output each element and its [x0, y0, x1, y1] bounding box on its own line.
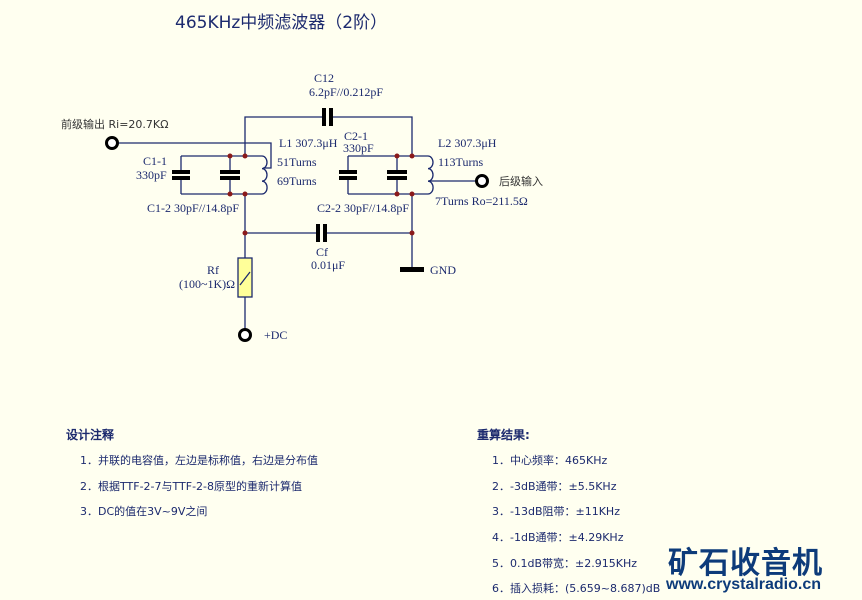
result-item: 3．-13dB阻带：±11KHz — [492, 505, 620, 518]
coil-l1 — [261, 155, 268, 195]
c12-name: C12 — [314, 71, 334, 85]
l2-turns-b: 7Turns Ro=211.5Ω — [435, 194, 528, 208]
input-terminal — [105, 136, 119, 150]
result-item: 1．中心频率：465KHz — [492, 454, 608, 467]
cf-value: 0.01μF — [311, 258, 345, 272]
watermark-logo: 矿石收音机 — [668, 546, 823, 581]
l2-label: L2 307.3μH — [438, 136, 497, 150]
l1-turns-b: 69Turns — [277, 174, 317, 188]
capacitors — [172, 108, 407, 242]
l2-turns-a: 113Turns — [438, 155, 483, 169]
note-item: 2．根据TTF-2-7与TTF-2-8原型的重新计算值 — [80, 480, 303, 493]
c2-1-name: C2-1 — [344, 129, 368, 143]
result-item: 4．-1dB通带：±4.29KHz — [492, 531, 624, 544]
l1-label: L1 307.3μH — [279, 136, 338, 150]
wires — [118, 116, 476, 329]
dc-label: +DC — [264, 328, 287, 342]
input-label: 前级输出 Ri=20.7KΩ — [61, 117, 169, 131]
notes-title: 设计注释 — [66, 428, 115, 442]
page-title: 465KHz中频滤波器（2阶） — [175, 13, 388, 33]
cf-name: Cf — [316, 245, 328, 259]
rf-name: Rf — [207, 263, 219, 277]
results-title: 重算结果: — [477, 428, 530, 442]
l1-turns-a: 51Turns — [277, 155, 317, 169]
dc-terminal — [238, 328, 252, 342]
gnd-label: GND — [430, 263, 456, 277]
c1-2-label: C1-2 30pF//14.8pF — [147, 201, 239, 215]
c1-1-name: C1-1 — [143, 154, 167, 168]
result-item: 2．-3dB通带：±5.5KHz — [492, 480, 617, 493]
c1-1-value: 330pF — [136, 168, 167, 182]
note-item: 1．并联的电容值，左边是标称值，右边是分布值 — [80, 454, 318, 467]
output-label: 后级输入 — [499, 174, 543, 188]
ground-symbol — [400, 267, 424, 272]
result-item: 6．插入损耗：(5.659~8.687)dB — [492, 582, 661, 595]
rf-value: (100~1K)Ω — [179, 277, 235, 291]
output-terminal — [475, 174, 489, 188]
watermark-url: www.crystalradio.cn — [666, 576, 822, 593]
c2-1-value: 330pF — [343, 141, 374, 155]
junction-dots — [227, 153, 415, 236]
c12-value: 6.2pF//0.212pF — [309, 85, 383, 99]
coil-l2 — [427, 155, 434, 195]
resistor-rf — [237, 257, 253, 298]
c2-2-label: C2-2 30pF//14.8pF — [317, 201, 409, 215]
note-item: 3．DC的值在3V~9V之间 — [80, 505, 208, 518]
result-item: 5．0.1dB带宽：±2.915KHz — [492, 557, 637, 570]
